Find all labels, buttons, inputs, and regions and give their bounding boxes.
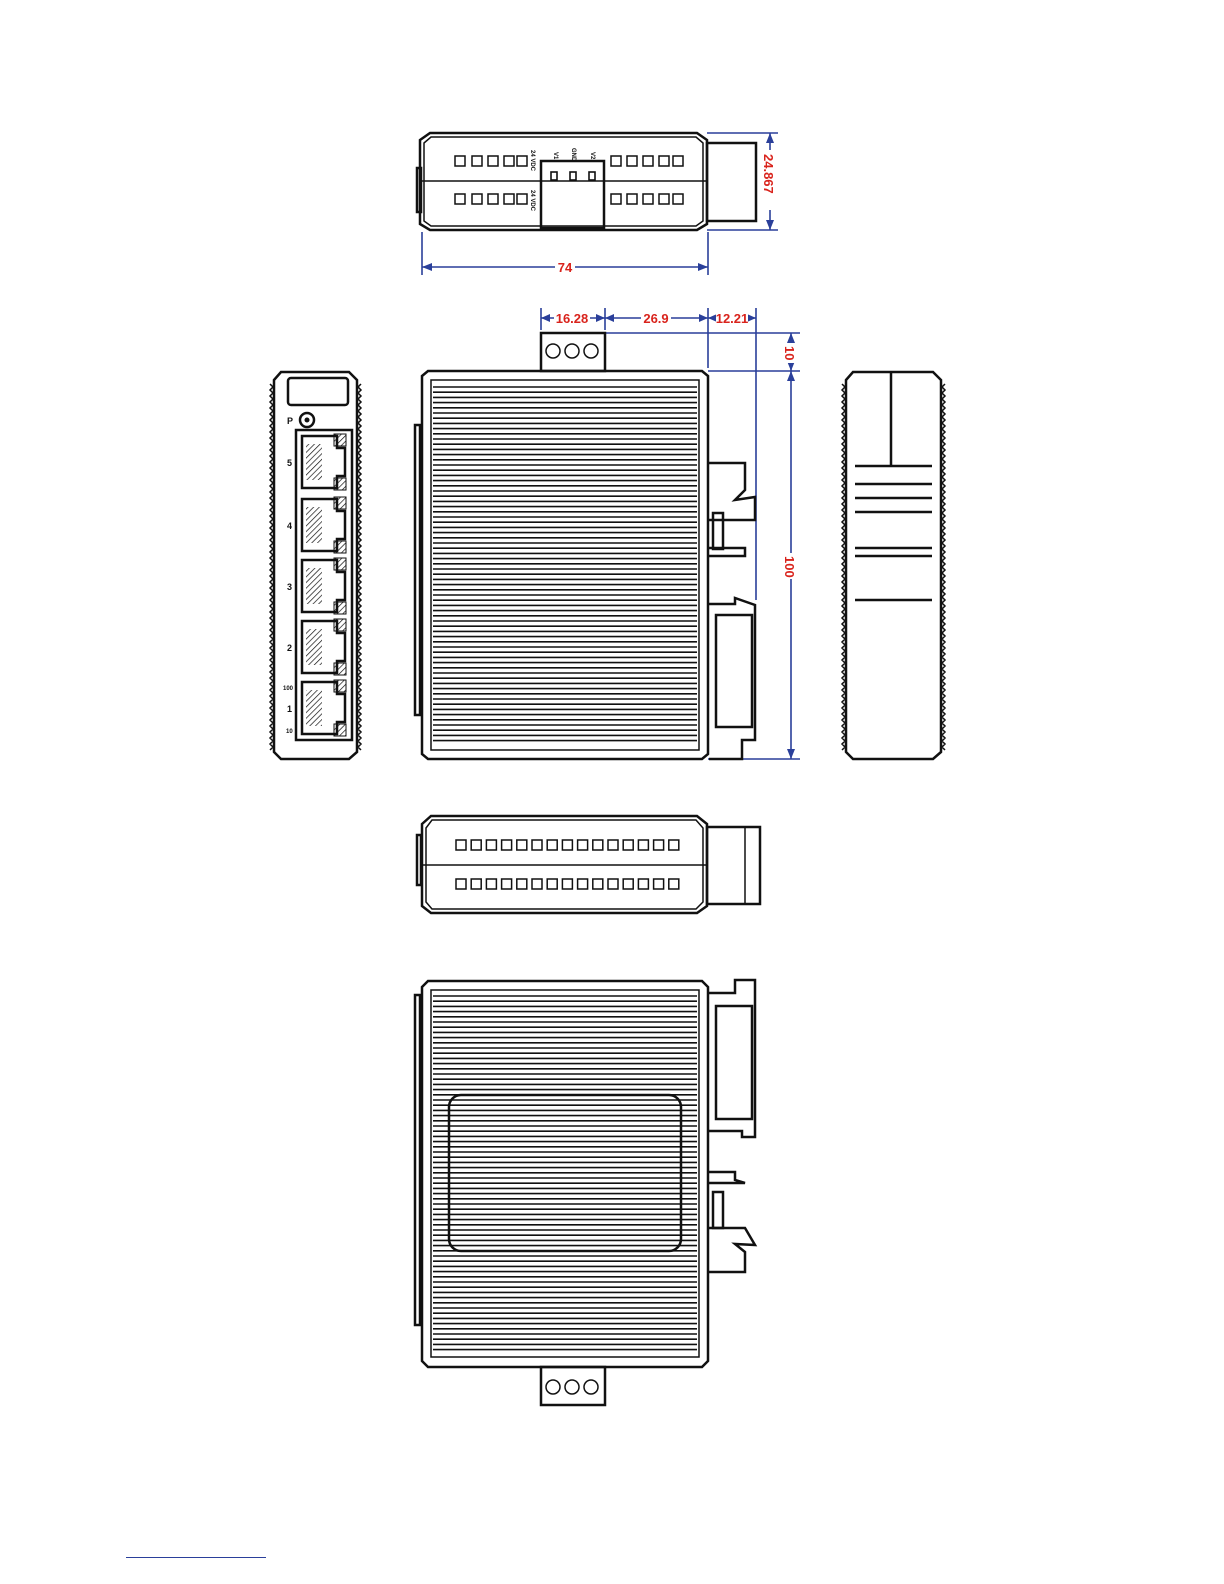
dimension-offset-3: 12.21 <box>716 311 749 326</box>
terminal-label-v1: V1 <box>552 152 558 160</box>
speed-label-10: 10 <box>286 729 293 735</box>
upper-dimensions: 16.28 26.9 12.21 10 100 <box>541 308 800 759</box>
dimension-width-total: 74 <box>558 260 573 275</box>
side-view-main <box>415 333 755 759</box>
front-port-view: P 1 2 3 4 5 100 10 <box>270 372 361 759</box>
dimension-height-top: 24.867 <box>761 154 776 194</box>
dimension-height-total: 100 <box>782 556 797 578</box>
back-view <box>415 980 755 1405</box>
top-terminal-block <box>541 333 605 371</box>
port-number-label: 3 <box>287 582 292 592</box>
power-led-label: P <box>287 416 293 426</box>
dimension-rail-gap: 10 <box>782 346 797 360</box>
port-number-label: 2 <box>287 643 292 653</box>
terminal-label-dc-top: 24 VDC <box>529 150 535 172</box>
port-number-label: 5 <box>287 458 292 468</box>
dimension-offset-1: 16.28 <box>556 311 589 326</box>
footer-rule <box>126 1557 266 1558</box>
bottom-terminal-block <box>541 1367 605 1405</box>
dimension-offset-2: 26.9 <box>643 311 668 326</box>
terminal-label-gnd: GND <box>570 148 576 162</box>
terminal-label-v2: V2 <box>589 152 595 160</box>
rear-side-view <box>842 372 945 759</box>
terminal-label-dc-bottom: 24 VDC <box>529 190 535 212</box>
port-number-label: 1 <box>287 704 292 714</box>
port-number-label: 4 <box>287 521 292 531</box>
speed-label-100: 100 <box>283 686 294 692</box>
top-view: V1 GND V2 24 VDC 24 VDC <box>417 133 756 230</box>
power-terminal-block <box>541 161 604 228</box>
bottom-view <box>417 816 760 913</box>
